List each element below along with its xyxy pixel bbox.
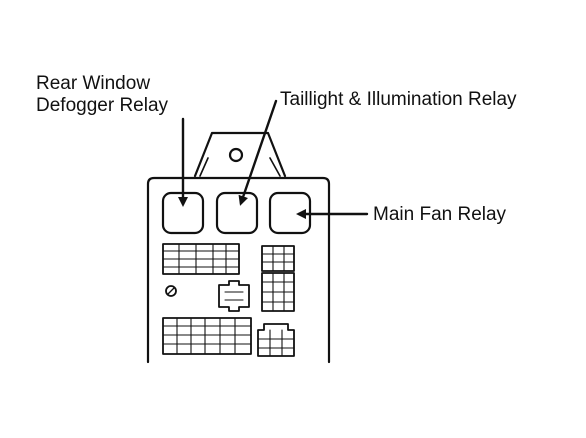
label-main-fan-relay: Main Fan Relay	[373, 204, 507, 225]
mounting-hole	[228, 147, 244, 163]
relay-block-body	[146, 176, 331, 364]
connector-right	[261, 272, 295, 312]
connector-middle	[218, 280, 250, 312]
relay-socket-taillight-illumination	[215, 191, 259, 235]
mounting-tab	[193, 131, 287, 178]
mounting-tab-rib	[199, 157, 281, 177]
label-taillight-illumination-relay: Taillight & Illumination Relay	[280, 89, 517, 110]
connector-bottom-left	[162, 317, 252, 355]
label-rear-window-line2: Defogger Relay	[36, 95, 169, 116]
connector-bottom-right	[257, 323, 295, 357]
label-rear-window-defogger-relay: Rear Window Defogger Relay	[36, 73, 168, 117]
label-rear-window-line1: Rear Window	[36, 73, 151, 94]
screw-icon	[165, 285, 177, 297]
arrow-taillight-illumination-relay	[238, 99, 278, 206]
connector-upper-right	[261, 245, 295, 272]
connector-top-left	[162, 243, 240, 275]
